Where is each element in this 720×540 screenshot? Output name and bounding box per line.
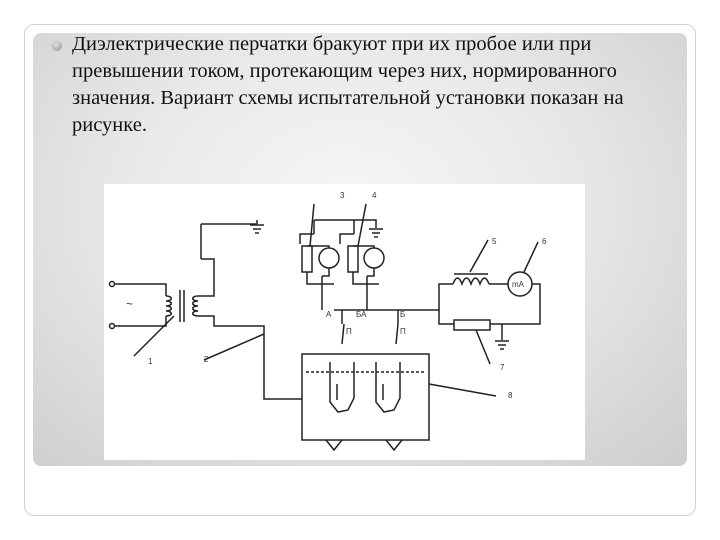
- glove-right: [375, 362, 401, 413]
- label-ma: mA: [512, 280, 525, 289]
- resistor-right: [347, 245, 359, 273]
- tank-leg-left: [325, 439, 343, 452]
- label-7: 7: [500, 363, 505, 372]
- label-ac: ~: [126, 297, 133, 311]
- label-3: 3: [340, 191, 345, 200]
- label-6: 6: [542, 237, 547, 246]
- coil-wire-left: [404, 283, 453, 311]
- input-terminal-bottom: [108, 322, 116, 330]
- circuit-diagram: 1 2 3 4 5 6 7 8 А БА Б П П ~ mA: [104, 184, 585, 460]
- label-a: А: [326, 310, 332, 319]
- primary-wire-bottom: [114, 316, 167, 327]
- secondary-wire-bottom: [198, 315, 302, 400]
- label-p-right: П: [400, 327, 406, 336]
- label-ba: БА: [356, 310, 367, 319]
- resistor-left: [301, 245, 313, 273]
- transformer: [165, 290, 199, 322]
- label-8: 8: [508, 391, 513, 400]
- input-terminal-top: [108, 280, 116, 288]
- gauge-right: [363, 247, 385, 269]
- circuit-diagram-svg: 1 2 3 4 5 6 7 8 А БА Б П П ~ mA: [108, 191, 547, 452]
- water-tank: [301, 353, 430, 441]
- top-bus: [314, 219, 377, 228]
- coil: [452, 277, 490, 287]
- label-p-left: П: [346, 327, 352, 336]
- fuse: [453, 319, 491, 331]
- meter-return-wire: [502, 283, 541, 325]
- glove-left: [329, 362, 355, 413]
- gauge-left: [318, 247, 340, 269]
- tank-leg-right: [385, 439, 403, 452]
- label-b: Б: [400, 310, 405, 319]
- label-1: 1: [148, 357, 153, 366]
- bullet-text: Диэлектрические перчатки бракуют при их …: [72, 33, 624, 136]
- primary-wire-top: [114, 283, 167, 296]
- bullet-icon: [52, 41, 62, 51]
- secondary-wire-left: [198, 258, 215, 297]
- label-2: 2: [204, 355, 209, 364]
- label-5: 5: [492, 237, 497, 246]
- label-4: 4: [372, 191, 377, 200]
